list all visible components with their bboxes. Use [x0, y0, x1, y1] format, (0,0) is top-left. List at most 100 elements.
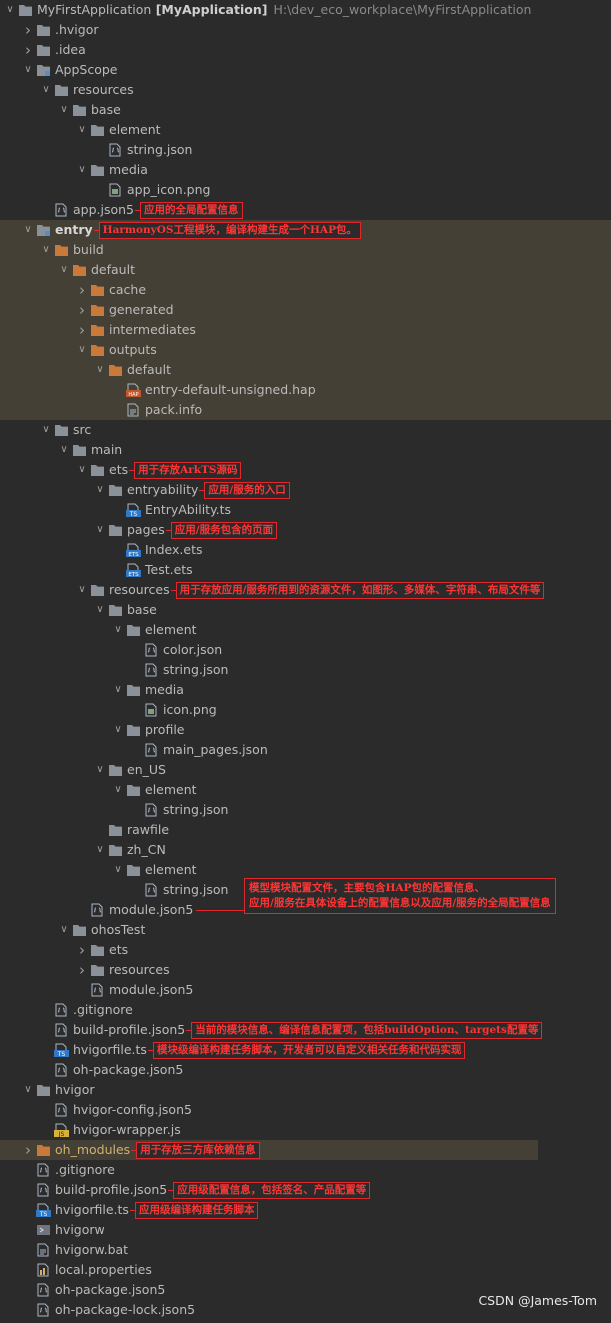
- tree-row-main-pages-json[interactable]: main_pages.json: [0, 740, 611, 760]
- tree-row-ets[interactable]: ∨ets: [0, 460, 611, 480]
- tree-row-oh-package-json5[interactable]: oh-package.json5: [0, 1060, 611, 1080]
- chevron-down-icon[interactable]: ∨: [114, 724, 122, 735]
- tree-row-gitignore[interactable]: .gitignore: [0, 1000, 611, 1020]
- tree-row-profile[interactable]: ∨profile: [0, 720, 611, 740]
- chevron-down-icon[interactable]: ∨: [60, 264, 68, 275]
- chevron-down-icon[interactable]: ∨: [60, 444, 68, 455]
- chevron-down-icon[interactable]: ∨: [60, 104, 68, 115]
- chevron-right-icon[interactable]: ›: [79, 281, 85, 299]
- tree-row-hvigor-config-json5[interactable]: hvigor-config.json5: [0, 1100, 611, 1120]
- chevron-right-icon[interactable]: ›: [25, 21, 31, 39]
- tree-row-resources[interactable]: ›resources: [0, 960, 611, 980]
- tree-row-appscope[interactable]: ∨AppScope: [0, 60, 611, 80]
- tree-row-string-json[interactable]: string.json: [0, 800, 611, 820]
- tree-row-color-json[interactable]: color.json: [0, 640, 611, 660]
- chevron-down-icon[interactable]: ∨: [78, 164, 86, 175]
- tree-row-rawfile[interactable]: rawfile: [0, 820, 611, 840]
- tree-row-idea[interactable]: ›.idea: [0, 40, 611, 60]
- tree-row-myfirstapplication[interactable]: ∨MyFirstApplication [MyApplication]H:\de…: [0, 0, 611, 20]
- chevron-down-icon[interactable]: ∨: [96, 524, 104, 535]
- tree-row-local-properties[interactable]: local.properties: [0, 1260, 611, 1280]
- chevron-down-icon[interactable]: ∨: [78, 464, 86, 475]
- chevron-down-icon[interactable]: ∨: [42, 84, 50, 95]
- chevron-right-icon[interactable]: ›: [79, 301, 85, 319]
- tree-row-default[interactable]: ∨default: [0, 360, 611, 380]
- tree-row-base[interactable]: ∨base: [0, 600, 611, 620]
- tree-row-resources[interactable]: ∨resources: [0, 80, 611, 100]
- tree-row-media[interactable]: ∨media: [0, 160, 611, 180]
- chevron-down-icon[interactable]: ∨: [114, 864, 122, 875]
- tree-row-hvigor[interactable]: ›.hvigor: [0, 20, 611, 40]
- tree-row-base[interactable]: ∨base: [0, 100, 611, 120]
- tree-row-hvigorw-bat[interactable]: hvigorw.bat: [0, 1240, 611, 1260]
- chevron-down-icon[interactable]: ∨: [6, 4, 14, 15]
- tree-row-ets[interactable]: ›ets: [0, 940, 611, 960]
- chevron-down-icon[interactable]: ∨: [42, 424, 50, 435]
- chevron-down-icon[interactable]: ∨: [96, 364, 104, 375]
- chevron-down-icon[interactable]: ∨: [78, 344, 86, 355]
- tree-row-string-json[interactable]: string.json: [0, 140, 611, 160]
- tree-row-gitignore[interactable]: .gitignore: [0, 1160, 611, 1180]
- chevron-down-icon[interactable]: ∨: [60, 924, 68, 935]
- chevron-down-icon[interactable]: ∨: [78, 584, 86, 595]
- tree-row-entryability[interactable]: ∨entryability: [0, 480, 611, 500]
- tree-row-generated[interactable]: ›generated: [0, 300, 611, 320]
- tree-row-build-profile-json5[interactable]: build-profile.json5: [0, 1180, 611, 1200]
- tree-row-hvigor[interactable]: ∨hvigor: [0, 1080, 611, 1100]
- chevron-down-icon[interactable]: ∨: [96, 844, 104, 855]
- chevron-down-icon[interactable]: ∨: [78, 124, 86, 135]
- tree-row-module-json5[interactable]: module.json5: [0, 900, 611, 920]
- chevron-down-icon[interactable]: ∨: [24, 64, 32, 75]
- chevron-right-icon[interactable]: ›: [25, 1141, 31, 1159]
- chevron-down-icon[interactable]: ∨: [96, 604, 104, 615]
- tree-row-intermediates[interactable]: ›intermediates: [0, 320, 611, 340]
- tree-row-pages[interactable]: ∨pages: [0, 520, 611, 540]
- tree-row-string-json[interactable]: string.json: [0, 880, 611, 900]
- chevron-down-icon[interactable]: ∨: [42, 244, 50, 255]
- chevron-down-icon[interactable]: ∨: [96, 484, 104, 495]
- tree-row-src[interactable]: ∨src: [0, 420, 611, 440]
- tree-row-element[interactable]: ∨element: [0, 860, 611, 880]
- tree-row-app-icon-png[interactable]: app_icon.png: [0, 180, 611, 200]
- tree-row-build[interactable]: ∨build: [0, 240, 611, 260]
- tree-row-element[interactable]: ∨element: [0, 780, 611, 800]
- tree-row-resources[interactable]: ∨resources: [0, 580, 611, 600]
- tree-row-app-json5[interactable]: app.json5: [0, 200, 611, 220]
- chevron-right-icon[interactable]: ›: [79, 941, 85, 959]
- tree-row-media[interactable]: ∨media: [0, 680, 611, 700]
- chevron-down-icon[interactable]: ∨: [96, 764, 104, 775]
- chevron-down-icon[interactable]: ∨: [114, 684, 122, 695]
- tree-row-oh-modules[interactable]: ›oh_modules: [0, 1140, 538, 1160]
- tree-row-string-json[interactable]: string.json: [0, 660, 611, 680]
- tree-row-ohostest[interactable]: ∨ohosTest: [0, 920, 611, 940]
- chevron-down-icon[interactable]: ∨: [114, 784, 122, 795]
- tree-row-build-profile-json5[interactable]: build-profile.json5: [0, 1020, 611, 1040]
- chevron-right-icon[interactable]: ›: [79, 961, 85, 979]
- tree-row-zh-cn[interactable]: ∨zh_CN: [0, 840, 611, 860]
- tree-row-element[interactable]: ∨element: [0, 620, 611, 640]
- tree-row-hvigorw[interactable]: hvigorw: [0, 1220, 611, 1240]
- chevron-down-icon[interactable]: ∨: [24, 1084, 32, 1095]
- chevron-right-icon[interactable]: ›: [79, 321, 85, 339]
- tree-row-icon-png[interactable]: icon.png: [0, 700, 611, 720]
- chevron-down-icon[interactable]: ∨: [24, 224, 32, 235]
- tree-row-oh-package-lock-json5[interactable]: oh-package-lock.json5: [0, 1300, 611, 1320]
- tree-row-oh-package-json5[interactable]: oh-package.json5: [0, 1280, 611, 1300]
- tree-row-module-json5[interactable]: module.json5: [0, 980, 611, 1000]
- tree-row-element[interactable]: ∨element: [0, 120, 611, 140]
- tree-row-pack-info[interactable]: pack.info: [0, 400, 611, 420]
- tree-row-cache[interactable]: ›cache: [0, 280, 611, 300]
- tree-row-outputs[interactable]: ∨outputs: [0, 340, 611, 360]
- tree-row-main[interactable]: ∨main: [0, 440, 611, 460]
- chevron-right-icon[interactable]: ›: [25, 41, 31, 59]
- chevron-down-icon[interactable]: ∨: [114, 624, 122, 635]
- tree-row-en-us[interactable]: ∨en_US: [0, 760, 611, 780]
- tree-row-default[interactable]: ∨default: [0, 260, 611, 280]
